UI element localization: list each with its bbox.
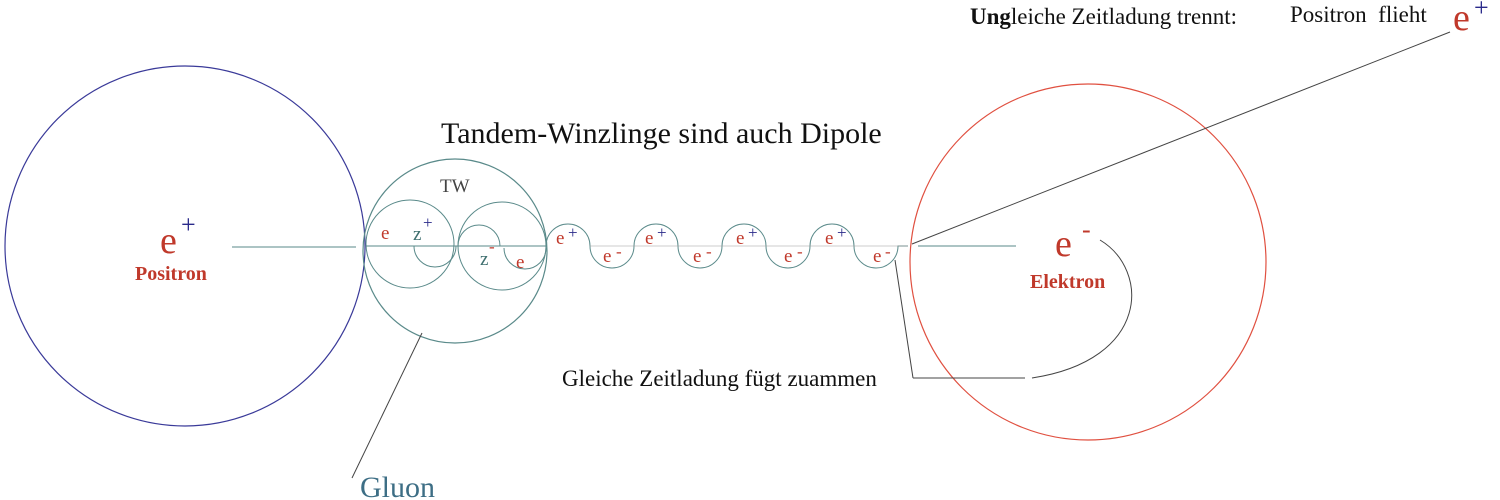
ungleiche-note-rest: leiche Zeitladung trennt: [1011,4,1237,29]
chain-particle-8-sign: - [885,242,891,261]
chain-particle-8: e [873,246,881,267]
tandem-z1-sign: + [423,213,433,232]
top-note-particle: e [1453,0,1470,39]
tw-circle [362,158,548,344]
electron-label: Elektron [1030,271,1105,293]
tandem-inner-arc-right2 [503,247,547,270]
chain-particle-2-sign: - [616,242,622,261]
ungleiche-note: Ungleiche Zeitladung trennt: [970,4,1237,29]
chain-particle-5-sign: + [748,223,758,242]
chain-particle-5: e [736,228,744,249]
chain-particle-3-sign: + [657,223,667,242]
tw-label: TW [440,176,470,197]
chain-particle-6-sign: - [797,242,803,261]
positron-sign: + [181,210,196,239]
electron-sign: - [1082,215,1091,244]
positron-symbol: e [160,220,177,262]
tandem-z1: z [413,224,421,245]
positron-flees-text: Positron flieht [1290,2,1427,27]
chain-particle-2: e [603,246,611,267]
gleiche-leader-line-up [894,259,914,379]
positron-label: Positron [135,263,207,285]
diagram-title: Tandem-Winzlinge sind auch Dipole [441,117,882,150]
chain-particle-4: e [693,246,701,267]
ungleiche-leader-line [911,31,1451,245]
chain-particle-7: e [825,228,833,249]
positron-circle [4,65,366,427]
chain-particle-3: e [645,228,653,249]
chain-particle-1: e [556,228,564,249]
tandem-e1: e [381,223,389,244]
electron-circle [909,83,1267,441]
chain-particle-1-sign: + [568,223,578,242]
tandem-e2: e [516,252,524,273]
tandem-circle-left [365,199,455,289]
chain-particle-7-sign: + [837,223,847,242]
ungleiche-note-bold: Ung [970,4,1011,29]
tandem-inner-arc-right [457,224,501,247]
gluon-label: Gluon [360,471,435,500]
tandem-z2: z [480,249,488,270]
top-note-sign: + [1474,0,1489,22]
gleiche-note: Gleiche Zeitladung fügt zuammen [562,366,877,391]
gluon-leader-line [351,332,423,479]
tandem-inner-arc-left [413,245,457,268]
chain-particle-4-sign: - [706,242,712,261]
tandem-z2-sign: - [489,237,495,256]
chain-particle-6: e [784,246,792,267]
electron-hook-curve [1031,239,1133,379]
electron-symbol: e [1055,223,1072,265]
